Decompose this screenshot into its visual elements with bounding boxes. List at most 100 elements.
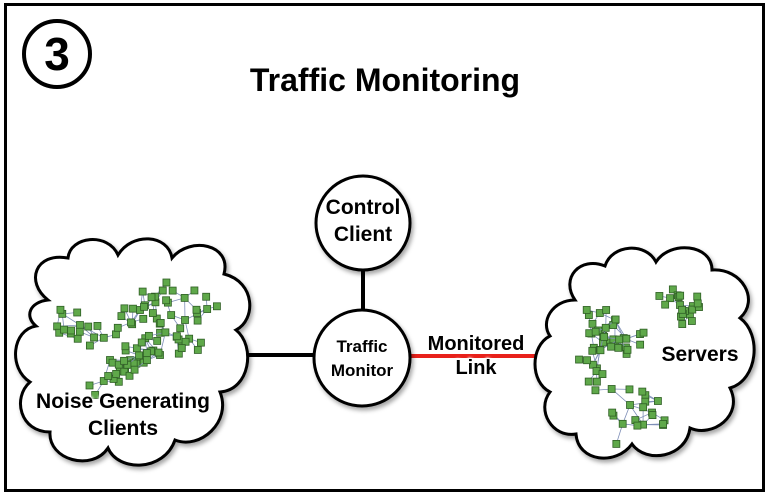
client-graph-node — [112, 370, 121, 378]
client-graph-node — [190, 286, 199, 295]
servers-label: Servers — [661, 343, 739, 366]
client-graph-node — [142, 349, 151, 357]
server-graph-node — [678, 305, 686, 314]
noise-clients-label: Noise Generating Clients — [36, 390, 210, 440]
server-graph-node — [607, 385, 616, 393]
client-graph-node — [154, 348, 163, 357]
server-graph-node — [636, 340, 645, 349]
client-graph-node — [161, 328, 170, 337]
client-graph-node — [53, 322, 62, 331]
server-graph-node — [592, 377, 601, 386]
monitored-link-label: Monitored Link — [427, 333, 525, 379]
client-graph-node — [181, 316, 189, 324]
client-graph-node — [90, 333, 98, 342]
client-graph-node — [177, 344, 186, 353]
server-graph-node — [585, 329, 594, 338]
step-number-circle — [22, 19, 92, 89]
client-graph-node — [167, 311, 176, 319]
server-graph-node — [626, 401, 634, 409]
client-graph-node — [176, 324, 185, 333]
server-graph-node — [618, 419, 627, 428]
traffic-monitor-node — [312, 308, 412, 408]
server-graph-node — [666, 294, 674, 303]
server-graph-node — [608, 408, 617, 417]
client-graph-node — [130, 365, 139, 374]
client-graph-node — [104, 372, 113, 380]
client-graph-node — [162, 278, 171, 287]
client-graph-node — [125, 371, 134, 380]
client-graph-node — [139, 314, 148, 323]
client-graph-node — [75, 327, 84, 336]
client-graph-node — [93, 322, 102, 330]
server-graph-node — [639, 403, 648, 412]
client-graph-node — [180, 294, 189, 302]
client-graph-node — [153, 337, 162, 345]
client-graph-node — [192, 305, 201, 314]
client-graph-node — [137, 338, 146, 347]
client-graph-node — [73, 308, 82, 317]
server-graph-node — [661, 300, 670, 309]
servers-graph — [575, 285, 703, 448]
noise-clients-graph — [53, 278, 221, 399]
client-graph-node — [121, 342, 130, 351]
server-graph-node — [583, 356, 591, 365]
client-graph-node — [127, 318, 135, 327]
server-graph-node — [588, 319, 597, 328]
client-graph-node — [76, 321, 84, 329]
client-graph-node — [140, 302, 148, 311]
server-graph-node — [591, 386, 600, 395]
server-graph-node — [600, 333, 609, 341]
client-graph-node — [60, 325, 68, 334]
client-graph-node — [129, 304, 137, 313]
server-graph-node — [584, 377, 593, 386]
client-graph-node — [202, 292, 211, 301]
server-graph-node — [687, 317, 696, 325]
server-graph-node — [625, 385, 634, 394]
client-graph-node — [181, 337, 190, 346]
server-graph-node — [596, 346, 605, 355]
client-graph-node — [73, 334, 82, 343]
server-graph-node — [612, 440, 621, 448]
client-graph-node — [158, 286, 167, 295]
client-graph-node — [144, 331, 153, 340]
server-graph-node — [602, 306, 611, 314]
client-graph-node — [135, 351, 143, 360]
server-graph-node — [614, 343, 623, 352]
client-graph-node — [156, 319, 165, 327]
client-graph-node — [143, 356, 151, 365]
traffic-monitor-label: Traffic Monitor — [330, 337, 394, 380]
server-graph-node — [693, 299, 702, 308]
noise-clients-cloud — [14, 237, 252, 467]
server-graph-node — [588, 346, 597, 355]
server-graph-node — [633, 421, 642, 430]
server-graph-node — [601, 323, 610, 332]
client-graph-node — [132, 344, 141, 353]
client-graph-node — [85, 341, 94, 350]
diagram-title: Traffic Monitoring — [249, 62, 521, 98]
server-graph-node — [622, 334, 631, 343]
client-graph-node — [213, 302, 221, 311]
server-graph-node — [693, 292, 702, 301]
server-graph-node — [615, 335, 624, 344]
client-graph-node — [56, 305, 65, 314]
control-client-node — [314, 174, 412, 272]
server-graph-node — [655, 292, 664, 300]
server-graph-node — [582, 306, 591, 314]
client-graph-node — [193, 346, 202, 354]
server-graph-node — [654, 397, 662, 405]
server-graph-node — [678, 320, 687, 328]
client-graph-node — [91, 391, 100, 399]
server-graph-node — [648, 411, 657, 420]
client-graph-node — [138, 287, 147, 296]
client-graph-node — [162, 296, 171, 305]
server-graph-node — [598, 370, 607, 378]
server-graph-node — [639, 328, 648, 337]
client-graph-node — [99, 377, 108, 385]
server-graph-node — [611, 315, 620, 324]
client-graph-node — [120, 304, 129, 313]
server-graph-node — [659, 420, 668, 428]
client-graph-node — [113, 323, 122, 332]
client-graph-node — [193, 316, 202, 325]
server-graph-node — [676, 291, 685, 300]
